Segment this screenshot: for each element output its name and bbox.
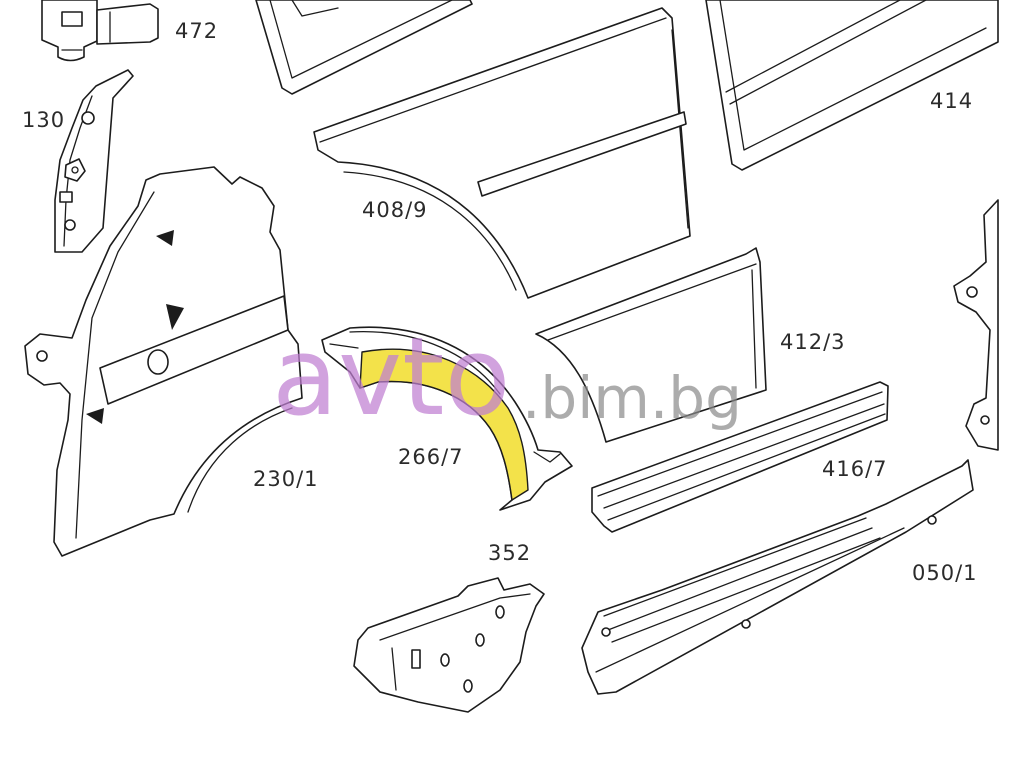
- part-050-1-hole-2: [927, 515, 937, 525]
- part-130-lower-hole: [64, 219, 76, 231]
- part-130-bracket-outline: [54, 69, 134, 253]
- arrow-middle-icon: [166, 304, 184, 330]
- part-130-bolt-hole: [81, 111, 95, 125]
- part-050-1-outline: [581, 459, 974, 695]
- part-130-slot: [59, 191, 73, 203]
- part-414-door-panel-drawing: [705, 0, 999, 171]
- part-412-3-lower-panel-drawing: [535, 247, 767, 443]
- part-416-7-line-2: [603, 403, 885, 509]
- part-472-hinge-block: [61, 11, 83, 27]
- part-408-9-top-flange: [319, 17, 667, 143]
- part-230-1-arch-lip: [187, 407, 293, 513]
- part-414-molding-bottom: [729, 0, 927, 105]
- part-416-7-sill-strip-drawing: [591, 381, 889, 533]
- right-edge-bracket-drawing: [953, 199, 999, 451]
- part-352-top-edge: [379, 593, 531, 641]
- part-412-3-outline: [535, 247, 767, 443]
- part-130-nut: [64, 158, 86, 182]
- label-130: 130: [22, 108, 65, 132]
- part-050-1-hole-3: [601, 627, 611, 637]
- part-230-1-inner-panel-drawing: [24, 166, 303, 557]
- part-408-9-quarter-panel-drawing: [313, 7, 691, 299]
- part-414-molding-top: [725, 0, 901, 93]
- right-edge-bracket-hole-2: [980, 415, 990, 425]
- part-050-1-rocker-drawing: [581, 459, 974, 695]
- part-050-1-line-1: [603, 517, 867, 617]
- right-edge-bracket-outline: [953, 199, 999, 451]
- part-050-1-line-4: [595, 527, 905, 673]
- label-352: 352: [488, 541, 531, 565]
- upper-door-panel-inset: [291, 0, 339, 17]
- part-050-1-hole-1: [741, 619, 751, 629]
- part-408-9-arch-lip: [343, 171, 517, 291]
- part-412-3-rear-flange: [751, 269, 757, 389]
- part-416-7-line-3: [607, 413, 886, 521]
- watermark-domain: .bim.bg: [522, 364, 742, 432]
- label-050-1: 050/1: [912, 561, 978, 585]
- label-408-9: 408/9: [362, 198, 428, 222]
- part-472-hinge-drawing: [41, 0, 159, 62]
- label-416-7: 416/7: [822, 457, 888, 481]
- part-labels: 472 130 414 408/9 412/3 266/7 230/1 416/…: [22, 19, 978, 585]
- part-266-7-wheel-arch-drawing: [321, 326, 573, 511]
- label-414: 414: [930, 89, 973, 113]
- label-412-3: 412/3: [780, 330, 846, 354]
- part-472-hinge-leaf: [96, 3, 159, 45]
- part-408-9-molding-strip: [477, 111, 687, 197]
- part-352-floor-section-drawing: [353, 577, 545, 713]
- part-412-3-top-flange: [547, 263, 757, 341]
- right-edge-bracket-hole-1: [966, 286, 978, 298]
- part-230-1-access-hole: [147, 349, 169, 375]
- part-266-7-bracket-fold: [533, 451, 561, 463]
- upper-door-panel-drawing: [255, 0, 473, 95]
- part-266-7-arch-rim: [349, 330, 501, 395]
- part-130-nut-hole: [71, 166, 79, 174]
- part-472-hinge-plate: [41, 0, 98, 62]
- watermark-brand: avto: [272, 315, 511, 440]
- part-414-inner-edge: [719, 0, 987, 151]
- part-230-1-mount-hole: [36, 350, 48, 362]
- arrow-upper-icon: [156, 230, 174, 246]
- part-408-9-rear-flange: [671, 29, 689, 229]
- label-230-1: 230/1: [253, 467, 319, 491]
- upper-door-panel-inner-edge: [269, 0, 453, 79]
- arrow-lower-icon: [86, 408, 104, 424]
- part-416-7-line-1: [597, 391, 883, 497]
- part-266-7-highlight: [359, 348, 529, 501]
- part-050-1-line-2: [607, 527, 873, 631]
- part-266-7-flange-fold: [329, 343, 359, 349]
- part-408-9-outline: [313, 7, 691, 299]
- part-050-1-line-3: [611, 537, 881, 643]
- part-352-hole-2: [440, 653, 450, 667]
- part-130-bracket-drawing: [54, 69, 134, 253]
- part-352-side-fold: [391, 647, 397, 691]
- part-230-1-recess: [99, 295, 289, 405]
- part-352-hole-4: [495, 605, 505, 619]
- part-414-outline: [705, 0, 999, 171]
- part-352-slot: [411, 649, 421, 669]
- part-230-1-inner-rib: [75, 191, 155, 539]
- part-352-hole-1: [463, 679, 473, 693]
- upper-door-panel-outline: [255, 0, 473, 95]
- part-352-outline: [353, 577, 545, 713]
- label-472: 472: [175, 19, 218, 43]
- watermark: avto .bim.bg: [272, 315, 742, 440]
- label-266-7: 266/7: [398, 445, 464, 469]
- part-352-hole-3: [475, 633, 485, 647]
